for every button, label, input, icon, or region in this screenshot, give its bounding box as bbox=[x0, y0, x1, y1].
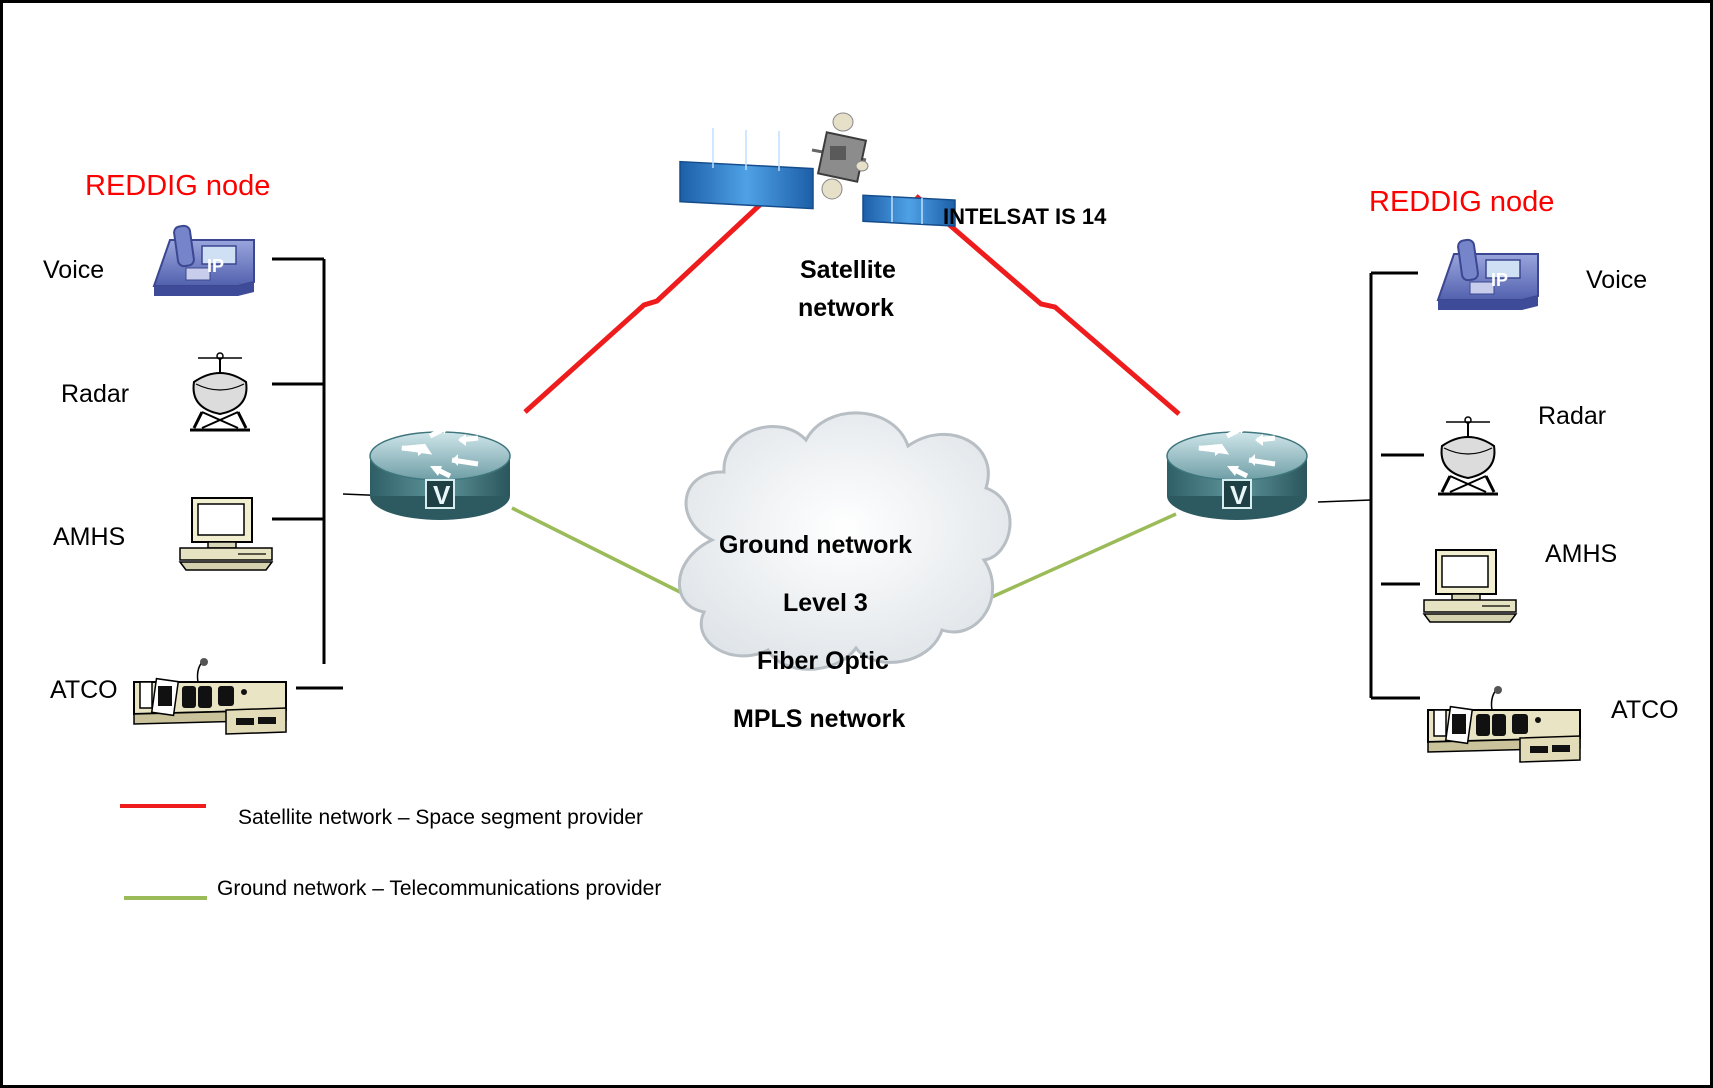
left-atco-console-icon bbox=[133, 657, 287, 735]
legend-ground-label: Ground network – Telecommunications prov… bbox=[217, 877, 662, 900]
left-amhs-label: AMHS bbox=[53, 523, 126, 551]
left-amhs-computer-icon bbox=[179, 497, 273, 571]
satellite-network-line1: Satellite bbox=[800, 256, 896, 284]
right-voice-phone-icon bbox=[1437, 238, 1539, 311]
left-radar-icon bbox=[188, 351, 252, 432]
ground-link-left bbox=[511, 506, 705, 606]
left-radar-label: Radar bbox=[61, 380, 130, 408]
right-node-title: REDDIG node bbox=[1369, 186, 1555, 218]
right-atco-console-icon bbox=[1427, 685, 1581, 763]
right-radar-icon bbox=[1436, 415, 1500, 496]
left-node-title: REDDIG node bbox=[85, 170, 271, 202]
ground-link-right bbox=[982, 512, 1177, 603]
right-phone-badge: IP bbox=[1491, 270, 1509, 290]
left-voice-label: Voice bbox=[43, 256, 105, 284]
ground-network-cloud bbox=[678, 411, 1012, 671]
satellite-network-line2: network bbox=[798, 294, 894, 322]
cloud-line3: Fiber Optic bbox=[757, 647, 889, 675]
satellite-icon bbox=[679, 112, 956, 227]
satellite-name: INTELSAT IS 14 bbox=[943, 204, 1107, 229]
cloud-line2: Level 3 bbox=[783, 589, 868, 617]
right-node-bus bbox=[1317, 271, 1424, 700]
satellite-link-left bbox=[523, 184, 782, 414]
legend-satellite-label: Satellite network – Space segment provid… bbox=[238, 806, 644, 829]
left-phone-badge: IP bbox=[207, 256, 225, 276]
right-atco-label: ATCO bbox=[1611, 696, 1679, 724]
right-amhs-computer-icon bbox=[1423, 549, 1517, 623]
right-amhs-label: AMHS bbox=[1545, 540, 1618, 568]
right-router-badge: V bbox=[1230, 480, 1248, 510]
left-router-badge: V bbox=[433, 480, 451, 510]
left-voice-phone-icon bbox=[153, 224, 255, 297]
left-node-bus bbox=[272, 257, 393, 690]
satellite-link-right bbox=[914, 194, 1181, 416]
cloud-line4: MPLS network bbox=[733, 705, 906, 733]
right-voice-label: Voice bbox=[1586, 266, 1648, 294]
right-radar-label: Radar bbox=[1538, 402, 1607, 430]
left-atco-label: ATCO bbox=[50, 676, 118, 704]
cloud-line1: Ground network bbox=[719, 531, 913, 559]
